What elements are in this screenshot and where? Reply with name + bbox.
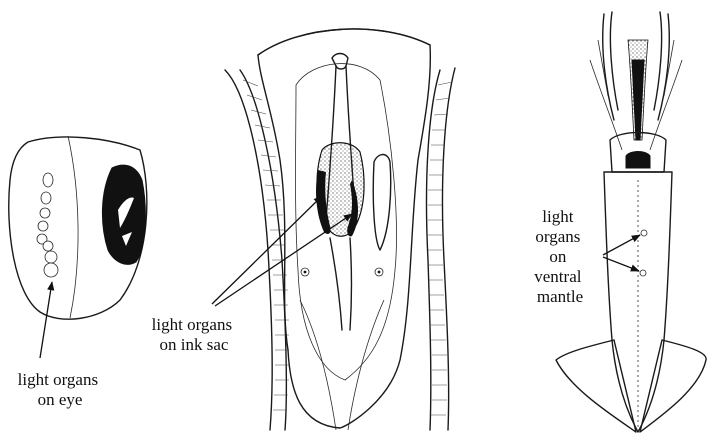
ink-sac-illustration xyxy=(212,29,455,430)
eye-illustration xyxy=(9,136,147,358)
ink-sac-label: light organs on ink sac xyxy=(152,315,237,354)
eye-label: light organs on eye xyxy=(18,370,103,409)
squid-ventral-illustration xyxy=(556,12,706,432)
ink-sac-arrow-left xyxy=(212,196,322,304)
mantle-arrow-upper xyxy=(603,235,640,255)
eye-arrow xyxy=(40,282,52,358)
eye-light-organ-chain xyxy=(37,173,58,277)
mantle-label: light organs on ventral mantle xyxy=(534,207,585,306)
